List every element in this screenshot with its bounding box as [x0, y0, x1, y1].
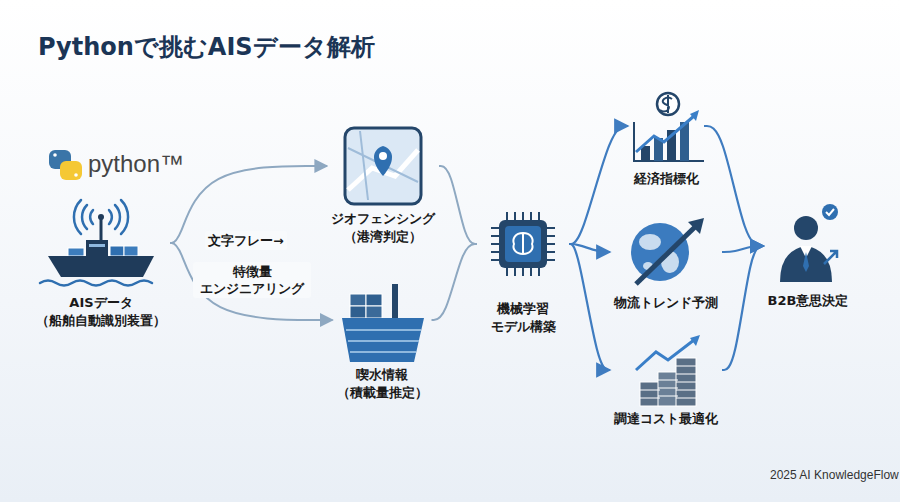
caption: 2025 AI KnowledgeFlow: [770, 468, 899, 482]
icon-node: 経済指標化: [628, 90, 704, 188]
chart-icon: [634, 93, 704, 161]
coins-icon: [636, 335, 700, 406]
node-title: B2B意思決定: [764, 292, 853, 310]
globe-icon: [631, 218, 704, 284]
logo-wordmark: python™: [88, 150, 184, 178]
node-title: 経済指標化: [628, 170, 704, 188]
icon-node: 喫水情報（積載量推定）: [333, 280, 432, 402]
ship-icon: [40, 200, 154, 286]
map-icon: [345, 128, 421, 204]
flow-label: 文字フレー→: [205, 231, 286, 250]
chip-icon: [491, 212, 555, 276]
flow-connector: [569, 126, 628, 244]
node-title: 調達コスト最適化: [610, 410, 722, 428]
python-logo: [49, 150, 82, 180]
node-title: 物流トレンド予測: [610, 294, 722, 312]
node-title: AISデータ: [32, 294, 170, 312]
node-title: ジオフェンシング: [327, 210, 439, 228]
icon-node: 物流トレンド予測: [610, 214, 722, 312]
node-subtitle: （港湾判定）: [327, 228, 439, 246]
flow-connector: [722, 246, 764, 370]
node-title: 喫水情報: [333, 366, 432, 384]
flow-connector: [439, 166, 477, 244]
hull-icon: [342, 284, 424, 362]
diagram-title: Pythonで挑むAISデータ解析: [38, 31, 375, 63]
flow-connector: [569, 244, 610, 370]
flow-label: 特徴量 エンジニアリング: [193, 262, 311, 298]
icon-node: 調達コスト最適化: [610, 336, 722, 428]
icon-node: AISデータ（船舶自動識別装置）: [32, 198, 170, 330]
flow-connector: [704, 126, 764, 246]
flow-connector: [170, 243, 333, 320]
node-subtitle: （船舶自動識別装置）: [32, 312, 170, 330]
icon-node: ジオフェンシング（港湾判定）: [327, 126, 439, 246]
flow-connector: [432, 244, 478, 320]
node-title: 機械学習 モデル構築: [477, 300, 569, 336]
node-subtitle: （積載量推定）: [333, 384, 432, 402]
icon-node: B2B意思決定: [764, 206, 853, 310]
icon-node: 機械学習 モデル構築: [477, 216, 569, 336]
person-icon: [780, 204, 838, 282]
